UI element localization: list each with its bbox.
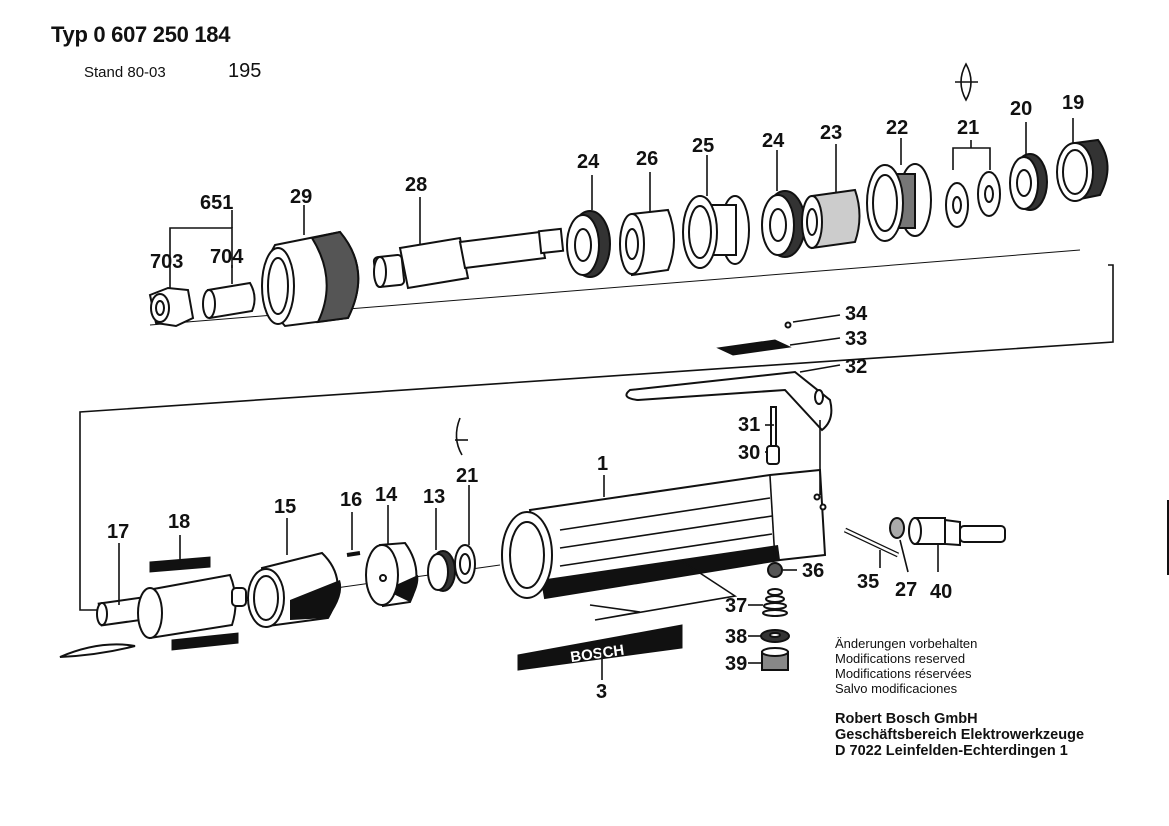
label-34: 34 xyxy=(845,303,868,325)
part-27-screen[interactable] xyxy=(889,517,905,539)
part-25-flanged-bushing[interactable] xyxy=(682,195,750,269)
label-35: 35 xyxy=(857,571,879,593)
modifications-notice: Änderungen vorbehalten Modifications res… xyxy=(835,636,977,696)
part-37-spring[interactable] xyxy=(762,588,788,617)
part-26-sleeve[interactable] xyxy=(619,208,675,277)
company-division: Geschäftsbereich Elektrowerkzeuge xyxy=(835,727,1085,743)
label-651: 651 xyxy=(200,192,233,214)
company-address: Robert Bosch GmbH Geschäftsbereich Elekt… xyxy=(835,711,1084,759)
part-35-pin[interactable] xyxy=(843,527,900,558)
part-36-ball[interactable] xyxy=(767,562,783,578)
label-23: 23 xyxy=(820,122,842,144)
label-25: 25 xyxy=(692,135,714,157)
part-21b-washer[interactable] xyxy=(454,417,476,584)
part-15-cylinder[interactable] xyxy=(247,551,342,628)
company-location: D 7022 Leinfelden-Echterdingen 1 xyxy=(835,743,1068,759)
label-18: 18 xyxy=(168,511,190,533)
label-29: 29 xyxy=(290,186,312,208)
part-1-motor-housing[interactable] xyxy=(501,468,827,600)
part-19-end-cap[interactable] xyxy=(1056,138,1109,202)
part-34-screw[interactable] xyxy=(784,321,792,329)
part-33-label-plate[interactable] xyxy=(716,339,792,356)
part-24b-ball-bearing[interactable] xyxy=(761,190,806,258)
part-38-washer[interactable] xyxy=(760,629,790,643)
notice-line-es: Salvo modificaciones xyxy=(835,681,958,696)
part-22-cylinder-housing[interactable] xyxy=(866,163,932,242)
part-39-plug-screw[interactable] xyxy=(761,647,789,671)
label-24b: 24 xyxy=(762,130,785,152)
notice-line-en: Modifications reserved xyxy=(835,651,966,666)
label-19: 19 xyxy=(1062,92,1084,114)
label-21b: 21 xyxy=(456,465,478,487)
part-31-pin[interactable] xyxy=(770,406,777,448)
assembly-frame-lines xyxy=(79,264,1169,611)
label-27: 27 xyxy=(895,579,917,601)
part-30-sleeve[interactable] xyxy=(766,445,780,465)
part-29-knurled-nut[interactable] xyxy=(261,230,360,328)
company-name: Robert Bosch GmbH xyxy=(835,711,978,727)
label-28: 28 xyxy=(405,174,427,196)
leader-lines xyxy=(118,118,1074,680)
label-14: 14 xyxy=(375,484,398,506)
part-704-collet[interactable] xyxy=(202,281,256,320)
label-20: 20 xyxy=(1010,98,1032,120)
label-26: 26 xyxy=(636,148,658,170)
part-703-hex-nut[interactable] xyxy=(148,286,195,328)
type-number-title: Typ 0 607 250 184 xyxy=(51,22,231,47)
label-32: 32 xyxy=(845,356,867,378)
label-13: 13 xyxy=(423,486,445,508)
part-18-rotor-vanes[interactable] xyxy=(149,556,239,651)
label-31: 31 xyxy=(738,414,760,436)
label-38: 38 xyxy=(725,626,747,648)
label-704: 704 xyxy=(210,246,244,268)
label-703: 703 xyxy=(150,251,183,273)
label-15: 15 xyxy=(274,496,296,518)
label-36: 36 xyxy=(802,560,824,582)
part-24a-ball-bearing[interactable] xyxy=(566,210,611,278)
label-37: 37 xyxy=(725,595,747,617)
part-labels: 651 703 704 29 28 24 26 25 24 23 22 21 2… xyxy=(107,92,1084,703)
part-23-filter-cylinder[interactable] xyxy=(801,188,861,250)
page-number: 195 xyxy=(228,60,262,82)
part-3-brand-plate[interactable]: BOSCH xyxy=(517,624,683,671)
part-40-hose-nipple[interactable] xyxy=(908,517,1006,547)
label-30: 30 xyxy=(738,442,760,464)
part-32-bracket[interactable] xyxy=(625,370,833,432)
label-21a: 21 xyxy=(957,117,979,139)
label-40: 40 xyxy=(930,581,952,603)
part-17-rotor-shaft[interactable] xyxy=(59,573,247,658)
label-3: 3 xyxy=(596,681,607,703)
part-20-ball-bearing[interactable] xyxy=(1009,153,1048,211)
revision-stand: Stand 80-03 xyxy=(84,64,166,81)
label-33: 33 xyxy=(845,328,867,350)
part-21a-washers[interactable] xyxy=(945,62,1001,228)
notice-line-de: Änderungen vorbehalten xyxy=(835,636,978,651)
part-28-spindle[interactable] xyxy=(372,227,565,290)
label-17: 17 xyxy=(107,521,129,543)
label-24a: 24 xyxy=(577,151,600,173)
label-16: 16 xyxy=(340,489,362,511)
part-14-end-plate[interactable] xyxy=(365,541,419,608)
notice-line-fr: Modifications réservées xyxy=(835,666,972,681)
label-1: 1 xyxy=(597,453,608,475)
part-16-pin[interactable] xyxy=(346,551,361,557)
part-13-ball-bearing[interactable] xyxy=(427,550,456,592)
label-22: 22 xyxy=(886,117,908,139)
label-39: 39 xyxy=(725,653,747,675)
